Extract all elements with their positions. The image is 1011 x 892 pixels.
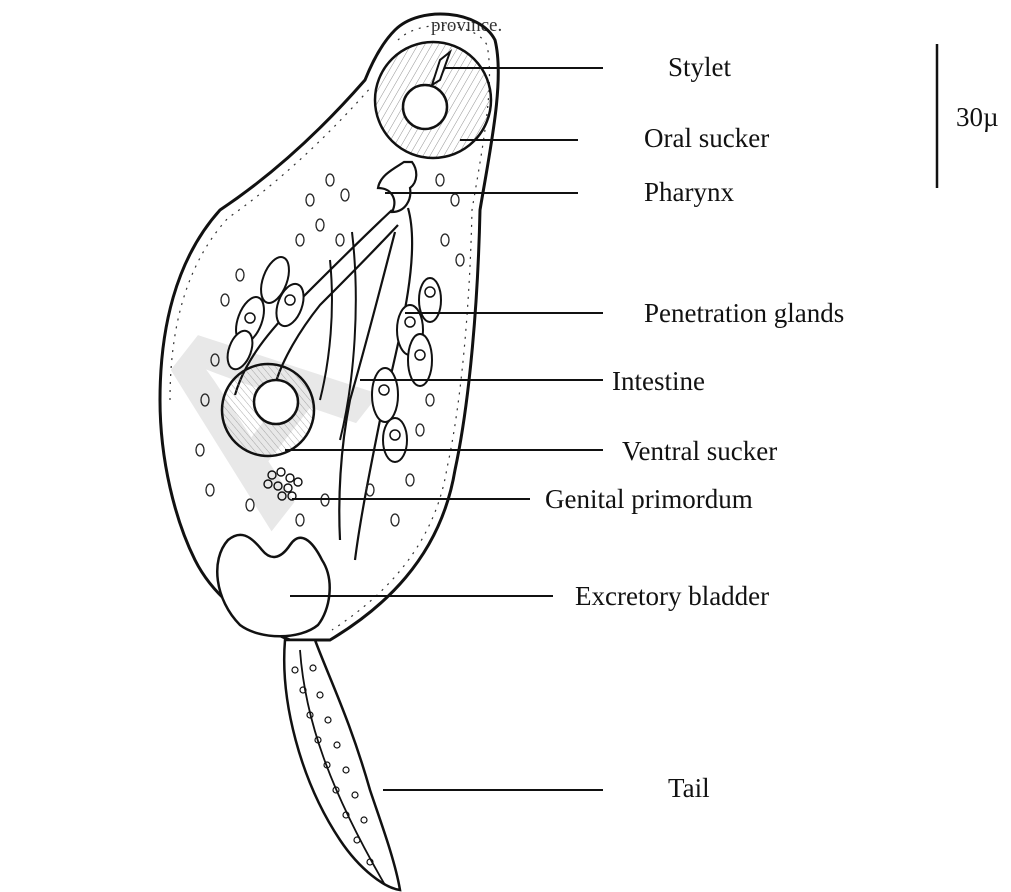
- label-tail: Tail: [668, 773, 710, 803]
- penetration-glands-right: [372, 278, 441, 462]
- label-ventral-sucker: Ventral sucker: [622, 436, 777, 466]
- excretory-bladder-shape: [217, 535, 329, 636]
- label-stylet: Stylet: [668, 52, 731, 82]
- pharynx-shape: [378, 162, 416, 212]
- ventral-sucker-shape: [222, 364, 314, 456]
- penetration-glands-left: [223, 253, 309, 372]
- label-excretory-bladder: Excretory bladder: [575, 581, 769, 611]
- label-oral-sucker: Oral sucker: [644, 123, 769, 153]
- label-intestine: Intestine: [612, 366, 705, 396]
- label-penetration-glands: Penetration glands: [644, 298, 844, 328]
- tail-shape: [284, 640, 400, 890]
- label-genital-primordum: Genital primordum: [545, 484, 753, 514]
- scale-bar-label: 30µ: [956, 102, 999, 132]
- genital-primordium-shape: [264, 468, 302, 500]
- label-pharynx: Pharynx: [644, 177, 734, 207]
